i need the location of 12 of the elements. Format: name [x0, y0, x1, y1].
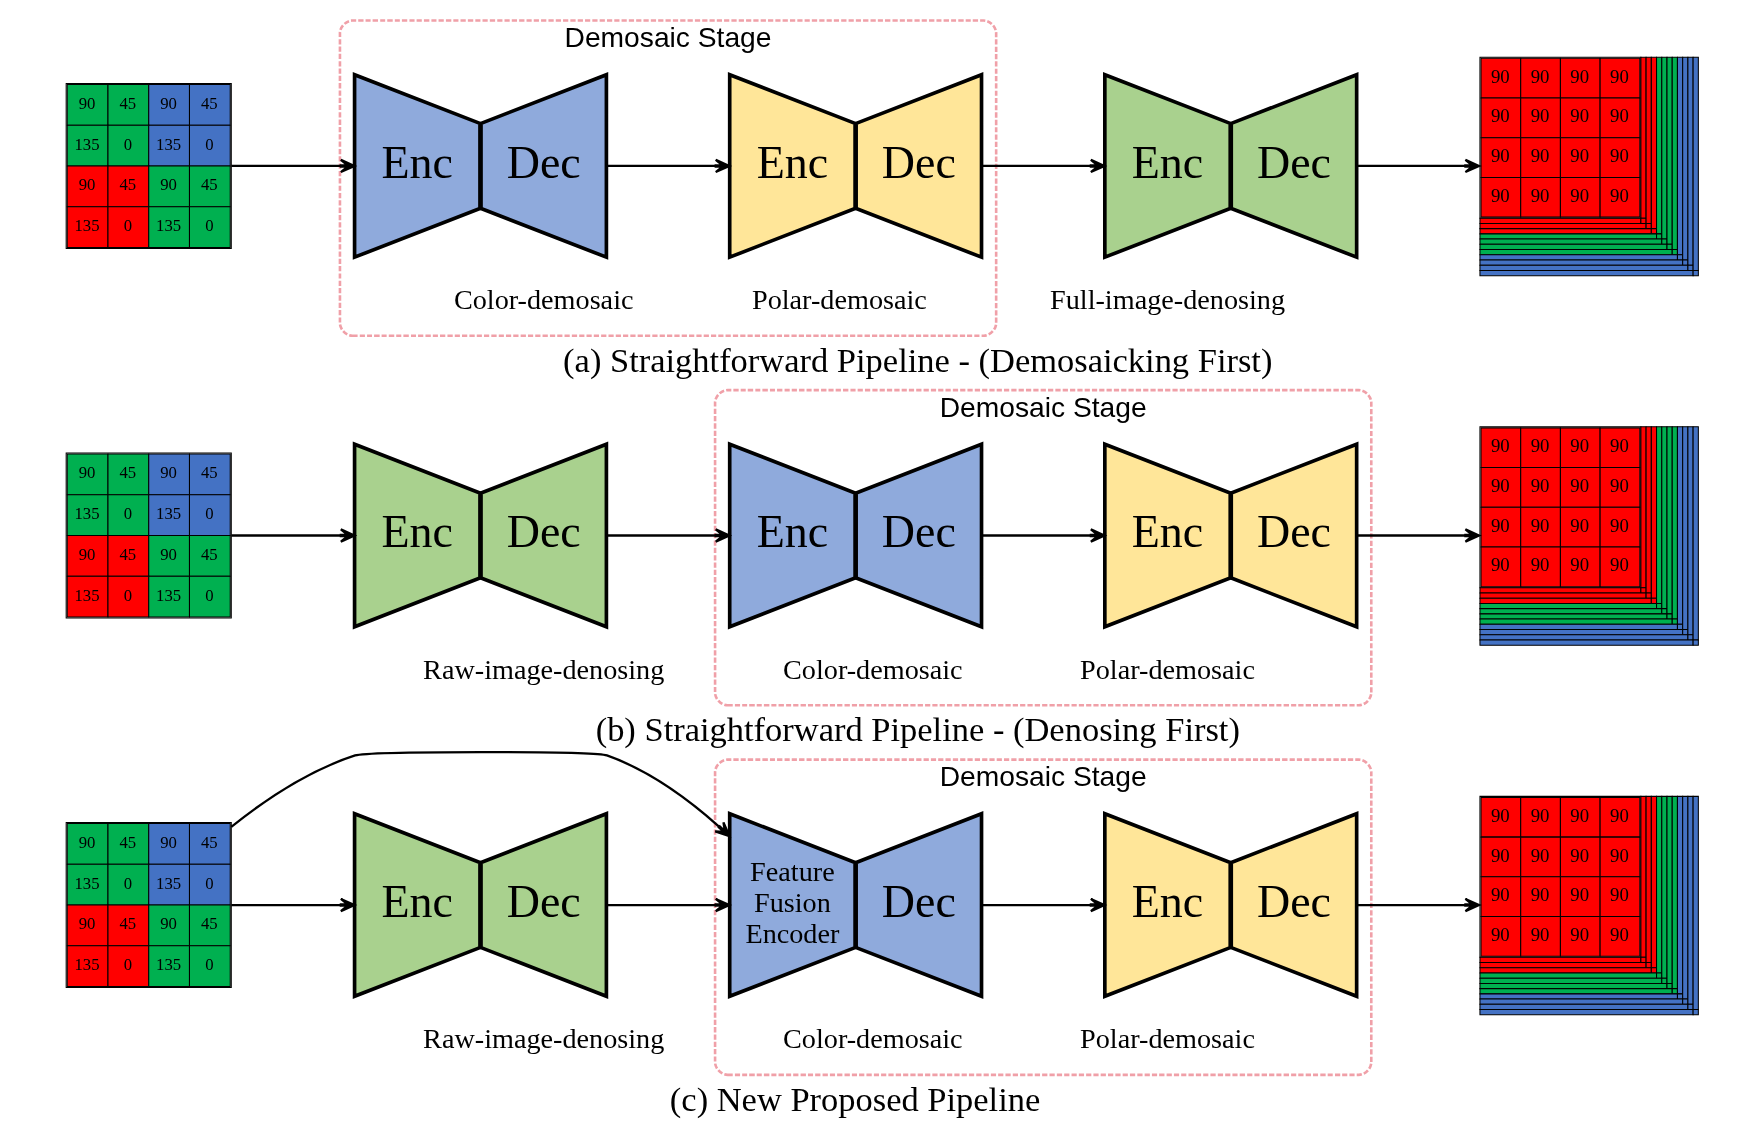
label: Raw-image-denosing	[422, 653, 664, 685]
label: (b) Straightforward Pipeline - (Denosing First)	[595, 710, 1240, 749]
label: Color-demosaic	[782, 653, 963, 685]
label: Raw-image-denosing	[422, 1023, 664, 1055]
label: Polar-demosaic	[1079, 653, 1255, 685]
label: (c) New Proposed Pipeline	[669, 1079, 1040, 1118]
label: (a) Straightforward Pipeline - (Demosaicking First)	[562, 340, 1272, 379]
label: Full-image-denosing	[1049, 284, 1285, 316]
label: Color-demosaic	[782, 1023, 963, 1055]
label: Color-demosaic	[453, 284, 633, 316]
label: Polar-demosaic	[1079, 1023, 1255, 1055]
label: Polar-demosaic	[751, 284, 927, 316]
